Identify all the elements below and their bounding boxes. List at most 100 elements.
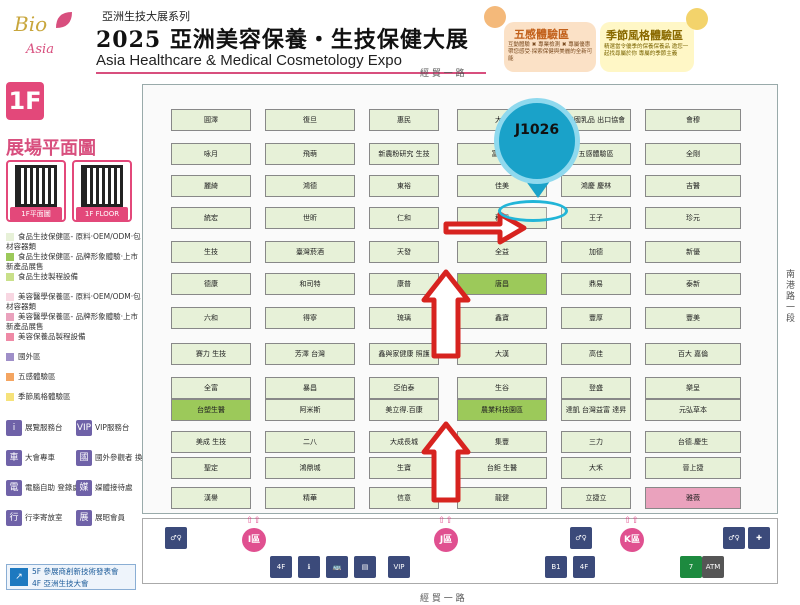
booth[interactable]: 珍元 [645,207,741,229]
booth[interactable]: 仁和 [369,207,439,229]
legend-label: 美容醫學保養區- 原料‧OEM/ODM‧包材容器類 [6,292,141,311]
booth[interactable]: 和司特 [265,273,355,295]
booth[interactable]: 惠民 [369,109,439,131]
floor-badge: 1F [6,82,44,120]
booth[interactable]: 全富 [171,377,251,399]
booth[interactable]: 六和 [171,307,251,329]
qr-code-icon[interactable] [15,165,57,207]
booth[interactable]: 二八 [265,431,355,453]
booth[interactable]: 高佳 [561,343,631,365]
skincare-picture-icon [686,8,708,30]
booth[interactable]: 美立得.百康 [369,399,439,421]
booth[interactable]: 加德 [561,241,631,263]
booth[interactable]: 樂呈 [645,377,741,399]
booth[interactable]: 鴻鼎城 [265,457,355,479]
booth[interactable]: 台德.慶生 [645,431,741,453]
logo-asia-text: Asia [26,42,54,57]
booth[interactable]: 鼎易 [561,273,631,295]
booth[interactable]: 鴻德 [265,175,355,197]
booth[interactable]: 農業科技園區 [457,399,547,421]
booth[interactable]: 豐美 [645,307,741,329]
legend-item: 國外區 [6,352,142,362]
booth[interactable]: 聖定 [171,457,251,479]
entrance-marker[interactable]: K區 [620,528,644,552]
service-label: 行李寄放室 [25,513,63,522]
service-item: 國國外參觀者 換證處 [76,450,157,466]
booth[interactable]: 暴昌 [265,377,355,399]
booth[interactable]: 世昕 [265,207,355,229]
booth[interactable]: 漢譽 [171,487,251,509]
booth[interactable]: 得寧 [265,307,355,329]
booth[interactable]: 大漢 [457,343,547,365]
booth[interactable]: 亞伯泰 [369,377,439,399]
booth[interactable]: 晉上捷 [645,457,741,479]
legend-label: 食品生技保健區- 品牌形象體驗‧上市新產品展售 [6,252,138,271]
convenience-store-icon: 7 [680,556,702,578]
arrow-right-icon [443,211,527,245]
booth[interactable]: 生谷 [457,377,547,399]
booth[interactable]: 東裕 [369,175,439,197]
booth[interactable]: 臺灣菸酒 [265,241,355,263]
service-icon: i [6,420,22,436]
booth[interactable]: 生技 [171,241,251,263]
booth[interactable]: 鑫寶 [457,307,547,329]
legend-item: 食品生技保健區- 品牌形象體驗‧上市新產品展售 [6,252,142,272]
seminar-4f: 4F 亞洲生技大會 [32,579,89,588]
expo-logo: Bio Asia [8,8,78,68]
legend-item: 食品生技保健區- 原料‧OEM/ODM‧包材容器類 [6,232,142,252]
booth[interactable]: 天發 [369,241,439,263]
booth[interactable]: 圓澤 [171,109,251,131]
booth[interactable]: 新農粉研究 生技 [369,143,439,165]
booth[interactable]: 鴻慶 慶林 [561,175,631,197]
entrance-marker[interactable]: J區 [434,528,458,552]
booth[interactable]: 登盛 [561,377,631,399]
booth[interactable]: 全剛 [645,143,741,165]
booth[interactable]: 吉醫 [645,175,741,197]
booth[interactable]: 美成 生技 [171,431,251,453]
entrance-arrow-icon: ⇧⇧ [246,516,262,526]
booth[interactable]: 精華 [265,487,355,509]
booth[interactable]: 台塑生醫 [171,399,251,421]
booth[interactable]: 新優 [645,241,741,263]
booth[interactable]: 百大 嘉倫 [645,343,741,365]
booth[interactable]: 德康 [171,273,251,295]
booth[interactable]: 泰新 [645,273,741,295]
booth[interactable]: 芳澤 台灣 [265,343,355,365]
booth[interactable]: 賽力 生技 [171,343,251,365]
booth[interactable]: 會穆 [645,109,741,131]
entrance-marker[interactable]: I區 [242,528,266,552]
qr-card-1[interactable]: 1F平面圖 [6,160,66,222]
booth[interactable]: 復旦 [265,109,355,131]
booth[interactable]: 立捷立 [561,487,631,509]
service-label: VIP服務台 [95,423,130,432]
service-label: 媒體接待處 [95,483,133,492]
legend-item: 美容醫學保養區- 品牌形象體驗‧上市新產品展售 [6,312,142,332]
booth[interactable]: 豐厚 [561,307,631,329]
legend-label: 季節風格體驗區 [18,392,71,401]
booth[interactable]: 麗綺 [171,175,251,197]
legend-label: 五感體驗區 [18,372,56,381]
booth[interactable]: 三力 [561,431,631,453]
qr-card-2[interactable]: 1F FLOOR PLAN [72,160,132,232]
five-senses-zone-desc: 互動體驗 ✖ 專業檢測 ✖ 專屬優惠 帶您感受‧探索保健與美麗的全新可能 [508,42,593,62]
booth[interactable]: 唐昌 [457,273,547,295]
qr-code-icon[interactable] [81,165,123,207]
booth[interactable]: 元弘草本 [645,399,741,421]
location-pin-icon[interactable] [494,98,580,184]
booth[interactable]: 咏月 [171,143,251,165]
booth[interactable]: 達凱 台灣益富 達昇 [561,399,631,421]
booth[interactable]: 大成長城 [369,431,439,453]
booth[interactable]: 統宏 [171,207,251,229]
booth[interactable]: 飛萌 [265,143,355,165]
booth[interactable]: 大禾 [561,457,631,479]
page-subtitle: Asia Healthcare & Medical Cosmetology Ex… [96,52,402,69]
booth[interactable]: 雅薇 [645,487,741,509]
booth[interactable]: 阿米斯 [265,399,355,421]
booth[interactable]: 王子 [561,207,631,229]
legend-swatch [6,393,14,401]
seasonal-zone-desc: 精選當令優季的保養保養品 邀您一起找尋屬於你 專屬的季節主義 [604,44,689,57]
service-item: 電電腦自助 登錄處 [6,480,80,496]
highlight-booth-label: J1026 [514,122,560,138]
